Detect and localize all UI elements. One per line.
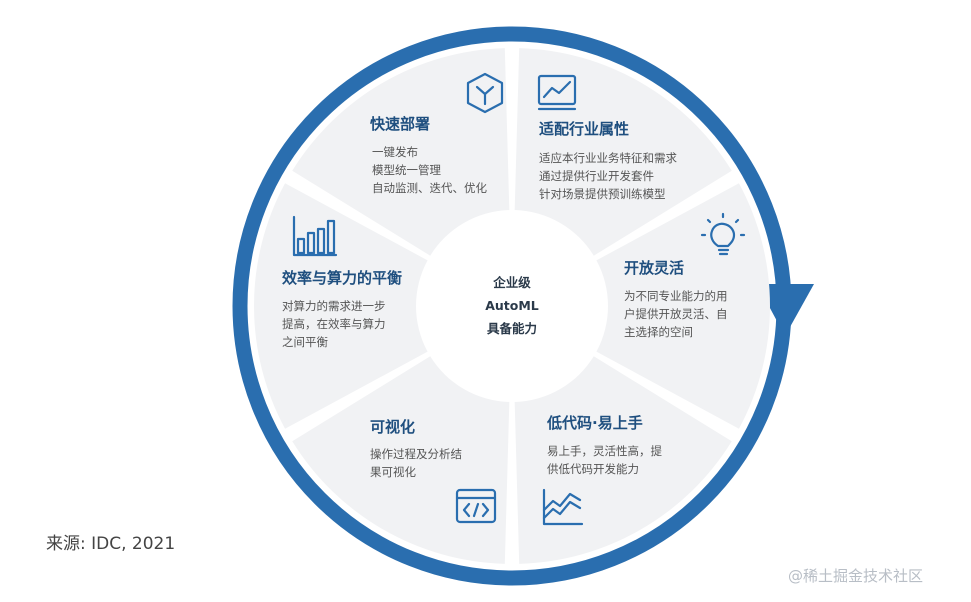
segment-line: 模型统一管理: [372, 163, 441, 177]
segment-visualization: 可视化 操作过程及分析结 果可视化: [370, 418, 497, 524]
line-chart-icon: [537, 74, 577, 111]
segment-low-code: 低代码·易上手 易上手，灵活性高，提 供低代码开发能力: [542, 414, 662, 526]
segment-line: 适应本行业业务特征和需求: [539, 151, 677, 165]
segment-background: [292, 48, 510, 256]
segment-line: 一键发布: [372, 145, 418, 159]
segment-line: 通过提供行业开发套件: [539, 169, 654, 183]
segment-industry-fit: 适配行业属性 适应本行业业务特征和需求 通过提供行业开发套件 针对场景提供预训练…: [537, 74, 677, 201]
segment-efficiency-balance: 效率与算力的平衡 对算力的需求进一步 提高，在效率与算力 之间平衡: [282, 215, 402, 349]
segment-line: 对算力的需求进一步: [282, 299, 386, 313]
ring-arrowhead: [757, 284, 814, 336]
segment-background: [596, 183, 770, 429]
segment-line: 供低代码开发能力: [547, 462, 639, 476]
segment-title: 开放灵活: [624, 259, 684, 277]
segment-title: 低代码·易上手: [546, 414, 643, 432]
segment-line: 果可视化: [370, 465, 416, 479]
lightbulb-icon: [700, 212, 746, 256]
segment-line: 易上手，灵活性高，提: [547, 444, 662, 458]
segment-title: 快速部署: [370, 115, 430, 133]
cube-icon: [466, 72, 504, 114]
area-chart-icon: [542, 488, 584, 526]
segment-line: 操作过程及分析结: [370, 447, 462, 461]
segment-title: 可视化: [370, 418, 415, 436]
segment-background: [292, 356, 510, 564]
segment-background: [514, 356, 732, 564]
segment-line: 主选择的空间: [624, 325, 693, 339]
segment-quick-deploy: 快速部署 一键发布 模型统一管理 自动监测、迭代、优化: [370, 72, 504, 195]
segment-background: [514, 48, 732, 256]
center-circle: [430, 224, 594, 388]
segment-line: 自动监测、迭代、优化: [372, 181, 487, 195]
source-caption: 来源: IDC, 2021: [46, 534, 176, 554]
segment-line: 提高，在效率与算力: [282, 317, 386, 331]
center-line-1: 企业级: [492, 275, 531, 290]
watermark: @稀土掘金技术社区: [788, 567, 924, 585]
center-line-2: AutoML: [485, 298, 539, 313]
segment-line: 之间平衡: [282, 335, 328, 349]
segment-line: 户提供开放灵活、自: [624, 307, 728, 321]
segment-open-flexible: 开放灵活 为不同专业能力的用 户提供开放灵活、自 主选择的空间: [624, 212, 746, 339]
segment-title: 适配行业属性: [539, 120, 629, 138]
code-window-icon: [455, 488, 497, 524]
bar-chart-icon: [292, 215, 338, 257]
segment-line: 针对场景提供预训练模型: [539, 187, 666, 201]
segment-line: 为不同专业能力的用: [624, 289, 728, 303]
center-line-3: 具备能力: [486, 321, 537, 336]
segment-title: 效率与算力的平衡: [282, 269, 402, 287]
